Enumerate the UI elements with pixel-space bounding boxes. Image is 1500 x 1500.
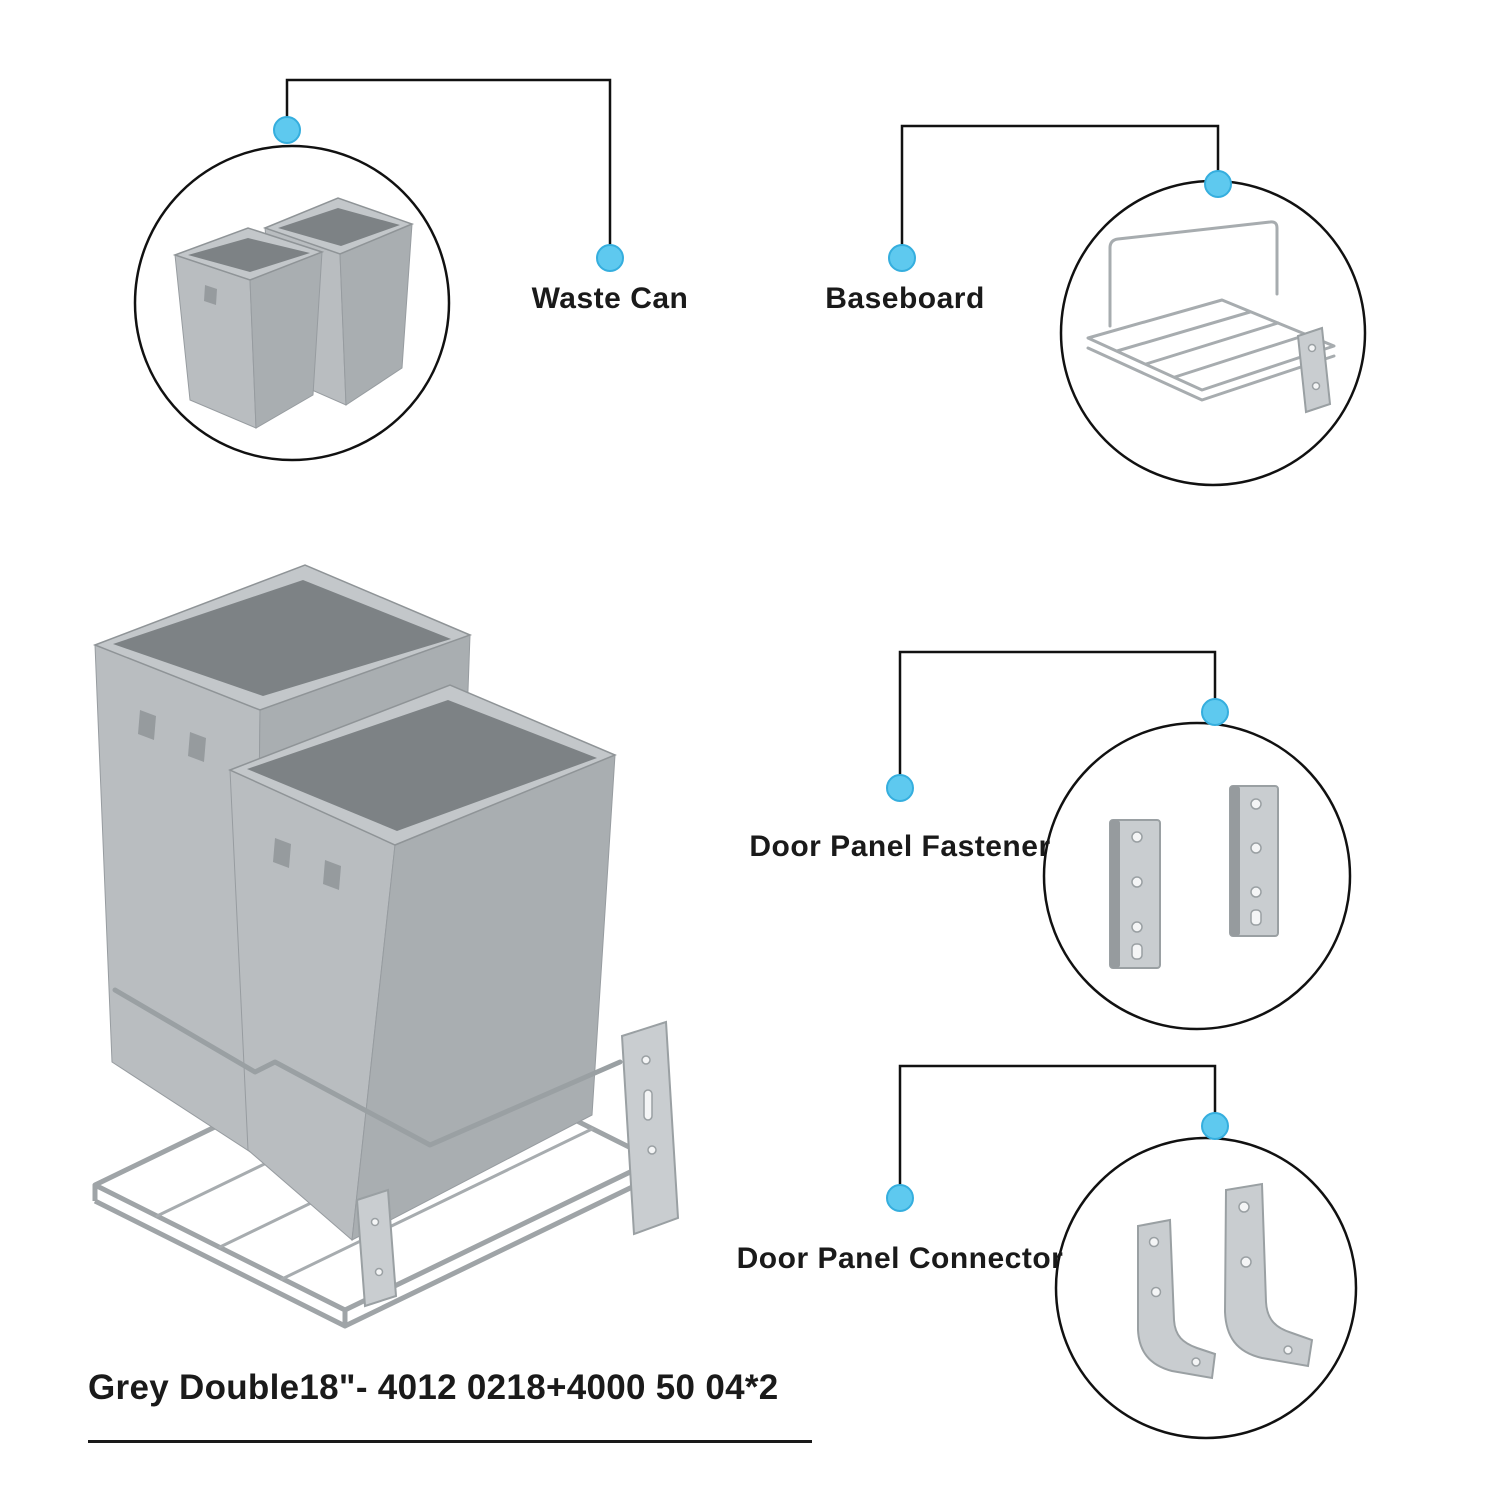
door-panel-fastener-illustration	[1109, 785, 1279, 969]
front-left-mount-bracket	[355, 1188, 398, 1308]
small-can-left	[172, 227, 325, 429]
baseboard-cross-wire	[1115, 310, 1252, 353]
baseboard-illustration	[1086, 220, 1336, 414]
door-panel-connector-callout-line	[898, 1064, 1217, 1198]
retaining-wire	[112, 987, 623, 1148]
waste-can-dot-icon	[273, 116, 301, 144]
bracket-hole	[1307, 343, 1317, 353]
waste-can-illustration	[172, 197, 415, 429]
door-panel-connector-circle	[1054, 1136, 1358, 1440]
door-panel-fastener-dot-icon	[886, 774, 914, 802]
baseboard-label: Baseboard	[825, 282, 985, 315]
baseboard-cross-wire	[1144, 321, 1280, 366]
right-mount-bracket	[620, 1020, 680, 1236]
baseboard-mount-bracket	[1296, 326, 1332, 414]
caption-underline	[88, 1440, 812, 1443]
waste-can-circle	[133, 144, 451, 462]
waste-can-callout-line	[285, 78, 612, 258]
door-panel-fastener-callout-line	[898, 650, 1217, 788]
baseboard-dot-icon	[888, 244, 916, 272]
door-panel-connector-label: Door Panel Connector	[736, 1242, 1064, 1275]
waste-can-front	[228, 684, 617, 1242]
connector-bracket-left	[1137, 1218, 1217, 1380]
bracket-hole	[1311, 381, 1321, 391]
pullout-waste-can-unit	[92, 564, 680, 1329]
baseboard-back-hoop	[1108, 220, 1279, 328]
baseboard-cross-wire	[1173, 333, 1308, 379]
door-panel-connector-dot-icon	[1201, 1112, 1229, 1140]
baseboard-base-rail	[1086, 346, 1336, 402]
door-panel-connector-illustration	[1137, 1182, 1314, 1380]
waste-can-dot-icon	[596, 244, 624, 272]
waste-can-label: Waste Can	[531, 282, 689, 315]
door-panel-fastener-dot-icon	[1201, 698, 1229, 726]
baseboard-callout-line	[900, 124, 1220, 258]
baseboard-base-frame	[1086, 298, 1336, 392]
door-panel-connector-dot-icon	[886, 1184, 914, 1212]
baseboard-dot-icon	[1204, 170, 1232, 198]
connector-bracket-right	[1223, 1182, 1314, 1368]
fastener-plate-right	[1229, 785, 1279, 937]
product-caption: Grey Double18"- 4012 0218+4000 50 04*2	[88, 1368, 779, 1407]
door-panel-fastener-circle	[1042, 721, 1352, 1031]
fastener-plate-left	[1109, 819, 1161, 969]
door-panel-fastener-label: Door Panel Fastener	[749, 830, 1051, 863]
